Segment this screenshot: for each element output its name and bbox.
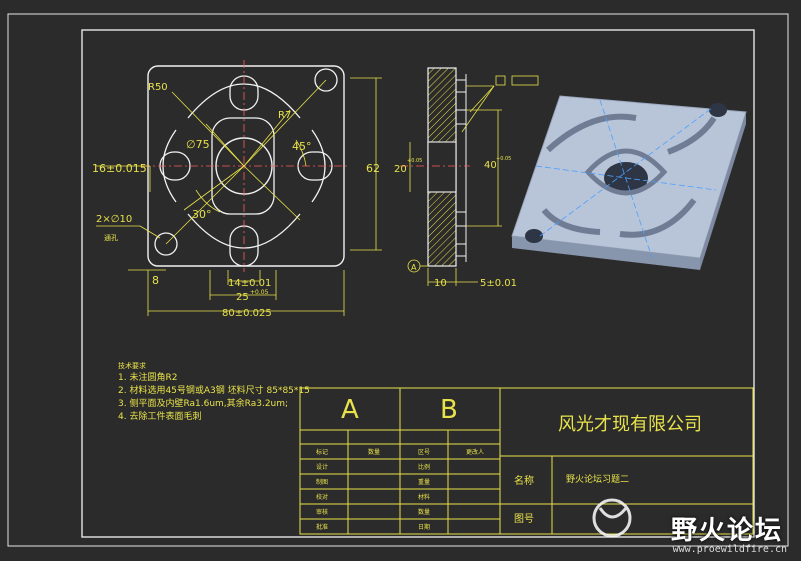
leader-diagonal (165, 165, 245, 245)
dim-r50: R50 (148, 82, 168, 93)
dim-20-tolerance: +0.05 (407, 158, 422, 164)
title-col-b: B (440, 395, 458, 425)
drawing-no-label: 图号 (514, 513, 534, 525)
technical-requirements: 技术要求 1. 未注圆角R2 2. 材料选用45号钢或A3钢 坯料尺寸 85*8… (118, 361, 310, 422)
dim-80: 80±0.025 (222, 308, 272, 319)
row-label: 批准 (316, 523, 328, 531)
row-label-right: 比例 (418, 463, 430, 471)
angle-arc-45 (295, 139, 307, 167)
row-label: 标记 (316, 448, 328, 456)
boss-arc-top (187, 83, 301, 119)
note-line: 2. 材料选用45号钢或A3钢 坯料尺寸 85*85*15 (118, 384, 310, 396)
leader-flatness (461, 85, 495, 133)
angle-arc-30 (195, 189, 221, 213)
notes-heading: 技术要求 (118, 361, 146, 370)
outer-sheet-border (7, 13, 789, 547)
dim-25: 25 (236, 292, 249, 303)
leader-diagonal (243, 79, 327, 167)
corner-hole-bottom-left (154, 232, 178, 256)
dim-holes-note: 通孔 (104, 233, 118, 242)
inner-drawing-frame (81, 29, 755, 538)
leader-r50 (171, 91, 245, 167)
dim-40: 40 (484, 160, 497, 171)
model-front-face (512, 236, 700, 270)
datum-circle (407, 259, 421, 273)
header-sign: 更改人 (466, 448, 484, 456)
model-corner-hole (525, 229, 543, 243)
watermark-url: www.proewildfire.cn (672, 544, 787, 555)
model-pocket (584, 148, 668, 196)
row-label-right: 数量 (418, 508, 430, 516)
dim-holes: 2×∅10 (96, 214, 132, 225)
dim-10: 10 (434, 278, 447, 289)
dim-angle30: 30° (192, 208, 212, 221)
leader-angle30 (183, 165, 245, 211)
title-block-text: A B 风光才现有限公司 名称 野火论坛习题二 图号 标记 数量 区号 更改人 … (316, 395, 702, 531)
leader-r7 (243, 109, 291, 167)
dim-16: 16±0.015 (92, 162, 147, 175)
model-side-face (700, 112, 746, 270)
name-value: 野火论坛习题二 (566, 473, 629, 485)
name-label: 名称 (514, 474, 534, 487)
row-label-right: 重量 (418, 478, 430, 486)
model-boss-groove (541, 207, 601, 235)
dim-r7: R7 (278, 110, 291, 121)
isometric-model (511, 95, 747, 270)
note-line: 1. 未注圆角R2 (118, 371, 177, 383)
row-label-right: 材料 (418, 493, 430, 501)
leader-diagonal (243, 165, 301, 221)
dim-40-tolerance: +0.05 (496, 156, 511, 162)
dim-14: 14±0.01 (228, 278, 271, 289)
model-axis (599, 99, 653, 259)
leader-holes-arrow (139, 225, 161, 239)
section-bore (427, 141, 457, 193)
note-line: 3. 侧平面及内壁Ra1.6um,其余Ra3.2um; (118, 397, 288, 409)
dim-25-tolerance: +0.05 (250, 289, 269, 296)
company-name: 风光才现有限公司 (558, 414, 702, 435)
model-boss-groove (545, 113, 637, 153)
top-view: R50 R7 ∅75 45° 30° 16±0.015 62 2×∅10 通孔 … (92, 60, 382, 319)
title-block-border (299, 387, 754, 535)
row-label-right: 日期 (418, 523, 430, 531)
section-view: A 20 +0.05 40 +0.05 10 5±0.01 (394, 67, 539, 289)
corner-hole-top-right (314, 68, 338, 92)
model-corner-hole (709, 103, 727, 117)
watermark-text: 野火论坛 (670, 516, 783, 546)
header-zone: 区号 (418, 449, 430, 456)
title-col-a: A (341, 395, 359, 425)
model-boss-groove (619, 198, 697, 238)
parallelism-symbol-box (511, 75, 539, 86)
dim-5: 5±0.01 (480, 278, 517, 289)
dim-62: 62 (366, 162, 380, 175)
row-label: 校对 (316, 493, 328, 501)
dim-20: 20 (394, 164, 407, 175)
leader-flatness (469, 85, 495, 113)
header-qty: 数量 (368, 448, 380, 456)
watermark-logo (592, 498, 632, 538)
row-label: 设计 (316, 463, 328, 471)
datum-a: A (411, 263, 417, 272)
note-line: 4. 去除工件表面毛刺 (118, 410, 201, 422)
dim-8: 8 (152, 274, 159, 287)
dim-angle45: 45° (292, 140, 312, 153)
title-block (299, 387, 754, 535)
flatness-symbol-box (495, 75, 506, 86)
row-label: 审核 (316, 508, 328, 516)
dim-phi75: ∅75 (186, 138, 210, 151)
leader-phi75 (205, 123, 245, 167)
model-boss-groove (666, 116, 717, 155)
row-label: 制图 (316, 478, 328, 486)
